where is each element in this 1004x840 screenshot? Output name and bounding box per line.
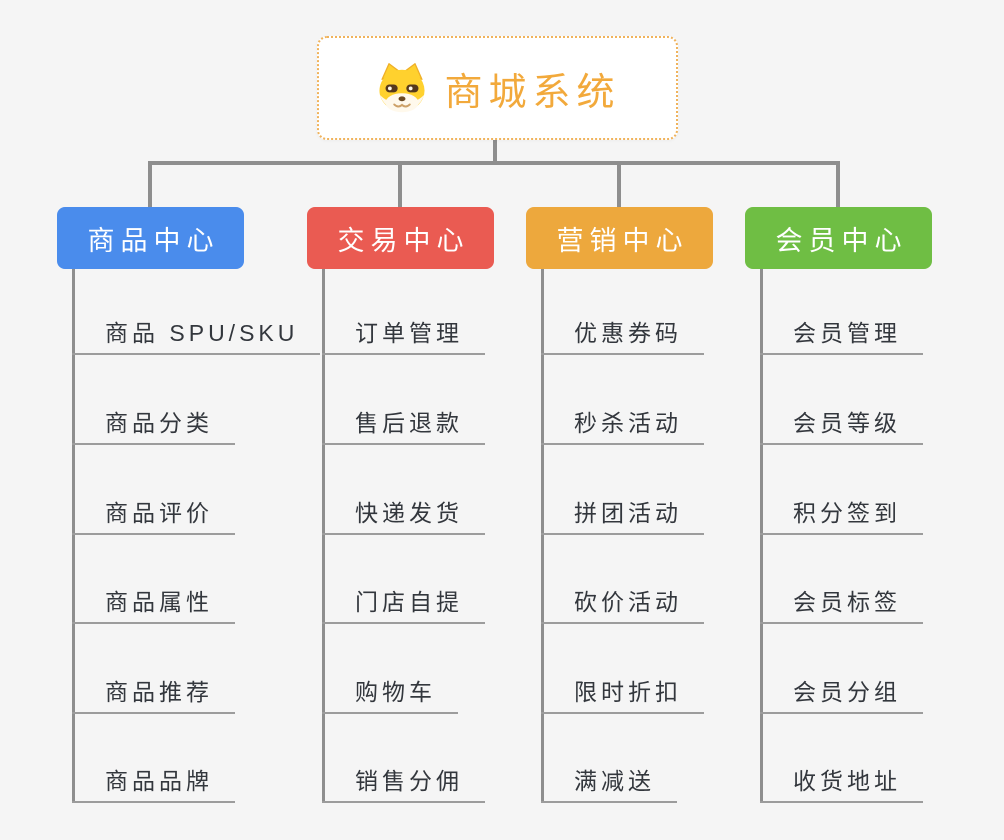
leaf-node-express-delivery[interactable]: 快递发货: [322, 498, 485, 535]
leaf-node-bargain-activity[interactable]: 砍价活动: [541, 587, 704, 624]
leaf-node-store-pickup[interactable]: 门店自提: [322, 587, 485, 624]
leaf-node-limited-time-discount[interactable]: 限时折扣: [541, 677, 704, 714]
root-node-title: 商城系统: [444, 71, 621, 114]
leaf-node-coupon-code[interactable]: 优惠券码: [541, 318, 704, 355]
connector-branch-drop-1: [148, 161, 152, 210]
leaf-node-member-level[interactable]: 会员等级: [760, 408, 923, 445]
connector-root-drop: [493, 140, 497, 165]
connector-horizontal-rail: [148, 161, 840, 165]
connector-branch-drop-3: [617, 161, 621, 210]
branch-node-member-center[interactable]: 会员中心: [745, 207, 932, 269]
shiba-dog-face-icon: [379, 63, 426, 113]
connector-branch-drop-2: [398, 161, 402, 210]
leaf-node-product-category[interactable]: 商品分类: [72, 408, 235, 445]
root-node-mall-system[interactable]: 商城系统: [317, 36, 678, 140]
branch-trunk-1: [72, 268, 75, 803]
branch-trunk-3: [541, 268, 544, 803]
leaf-node-shipping-address[interactable]: 收货地址: [760, 766, 923, 803]
leaf-node-product-spu-sku[interactable]: 商品 SPU/SKU: [72, 318, 321, 355]
leaf-node-flash-sale[interactable]: 秒杀活动: [541, 408, 704, 445]
leaf-node-product-recommend[interactable]: 商品推荐: [72, 677, 235, 714]
leaf-node-member-tag[interactable]: 会员标签: [760, 587, 923, 624]
leaf-node-aftersale-refund[interactable]: 售后退款: [322, 408, 485, 445]
branch-node-product-center[interactable]: 商品中心: [57, 207, 244, 269]
branch-node-marketing-center[interactable]: 营销中心: [526, 207, 713, 269]
leaf-node-group-buy[interactable]: 拼团活动: [541, 498, 704, 535]
branch-node-trade-center[interactable]: 交易中心: [307, 207, 494, 269]
leaf-node-product-brand[interactable]: 商品品牌: [72, 766, 235, 803]
leaf-node-product-review[interactable]: 商品评价: [72, 498, 235, 535]
branch-trunk-4: [760, 268, 763, 803]
leaf-node-member-group[interactable]: 会员分组: [760, 677, 923, 714]
leaf-node-full-reduction[interactable]: 满减送: [541, 766, 677, 803]
leaf-node-sales-commission[interactable]: 销售分佣: [322, 766, 485, 803]
connector-branch-drop-4: [836, 161, 840, 210]
leaf-node-member-management[interactable]: 会员管理: [760, 318, 923, 355]
leaf-node-product-attribute[interactable]: 商品属性: [72, 587, 235, 624]
branch-trunk-2: [322, 268, 325, 803]
leaf-node-points-checkin[interactable]: 积分签到: [760, 498, 923, 535]
leaf-node-shopping-cart[interactable]: 购物车: [322, 677, 458, 714]
leaf-node-order-management[interactable]: 订单管理: [322, 318, 485, 355]
